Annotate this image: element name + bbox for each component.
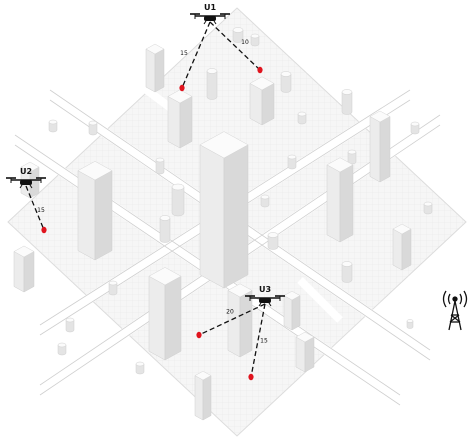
link-distance-label: 15	[37, 207, 45, 214]
building	[135, 361, 145, 375]
building	[267, 232, 279, 250]
users	[41, 66, 263, 381]
link-distance-label: 20	[226, 309, 234, 316]
building	[77, 161, 113, 261]
building	[232, 27, 244, 43]
building	[295, 331, 315, 373]
building	[194, 370, 212, 421]
building	[145, 43, 165, 93]
links: 15 10 15 20 15	[25, 21, 268, 378]
uav-user-link	[250, 303, 266, 378]
building	[341, 89, 353, 115]
building	[88, 120, 98, 136]
drone-icon	[245, 295, 285, 307]
building	[167, 89, 193, 149]
cell-tower-icon	[442, 290, 468, 331]
building	[347, 149, 357, 165]
building	[423, 201, 433, 215]
link-distance-label: 15	[180, 50, 188, 57]
buildings	[13, 27, 433, 421]
building	[287, 154, 297, 170]
building	[326, 157, 354, 243]
link-distance-label: 10	[241, 39, 249, 46]
uav-user-link	[181, 21, 211, 89]
link-distance-label: 15	[260, 338, 268, 345]
drone-icon	[6, 177, 46, 189]
building	[250, 33, 260, 47]
building	[227, 283, 253, 358]
user-equipment-icon	[196, 331, 202, 339]
building	[155, 157, 165, 175]
uav-user-link	[209, 21, 261, 71]
user-equipment-icon	[41, 226, 47, 234]
building	[260, 194, 270, 208]
building	[148, 267, 182, 361]
building	[406, 319, 414, 329]
building	[280, 71, 292, 93]
building	[392, 223, 412, 271]
building	[206, 68, 218, 100]
building	[369, 110, 391, 183]
building	[57, 342, 67, 356]
building	[297, 111, 307, 125]
building	[410, 121, 420, 135]
building	[341, 261, 353, 283]
drone-icon	[190, 13, 230, 25]
building	[171, 183, 185, 217]
user-equipment-icon	[179, 84, 185, 92]
uav-label: U3	[259, 285, 271, 294]
building	[199, 131, 249, 289]
building	[13, 245, 35, 293]
building	[65, 317, 75, 333]
building	[108, 280, 118, 296]
building	[283, 290, 301, 331]
uav-user-link	[198, 303, 266, 336]
uav-label: U1	[204, 3, 216, 12]
user-equipment-icon	[248, 373, 254, 381]
uav-label: U2	[20, 167, 32, 176]
building	[249, 76, 275, 126]
user-equipment-icon	[257, 66, 263, 74]
building	[159, 215, 171, 243]
building	[48, 119, 58, 133]
